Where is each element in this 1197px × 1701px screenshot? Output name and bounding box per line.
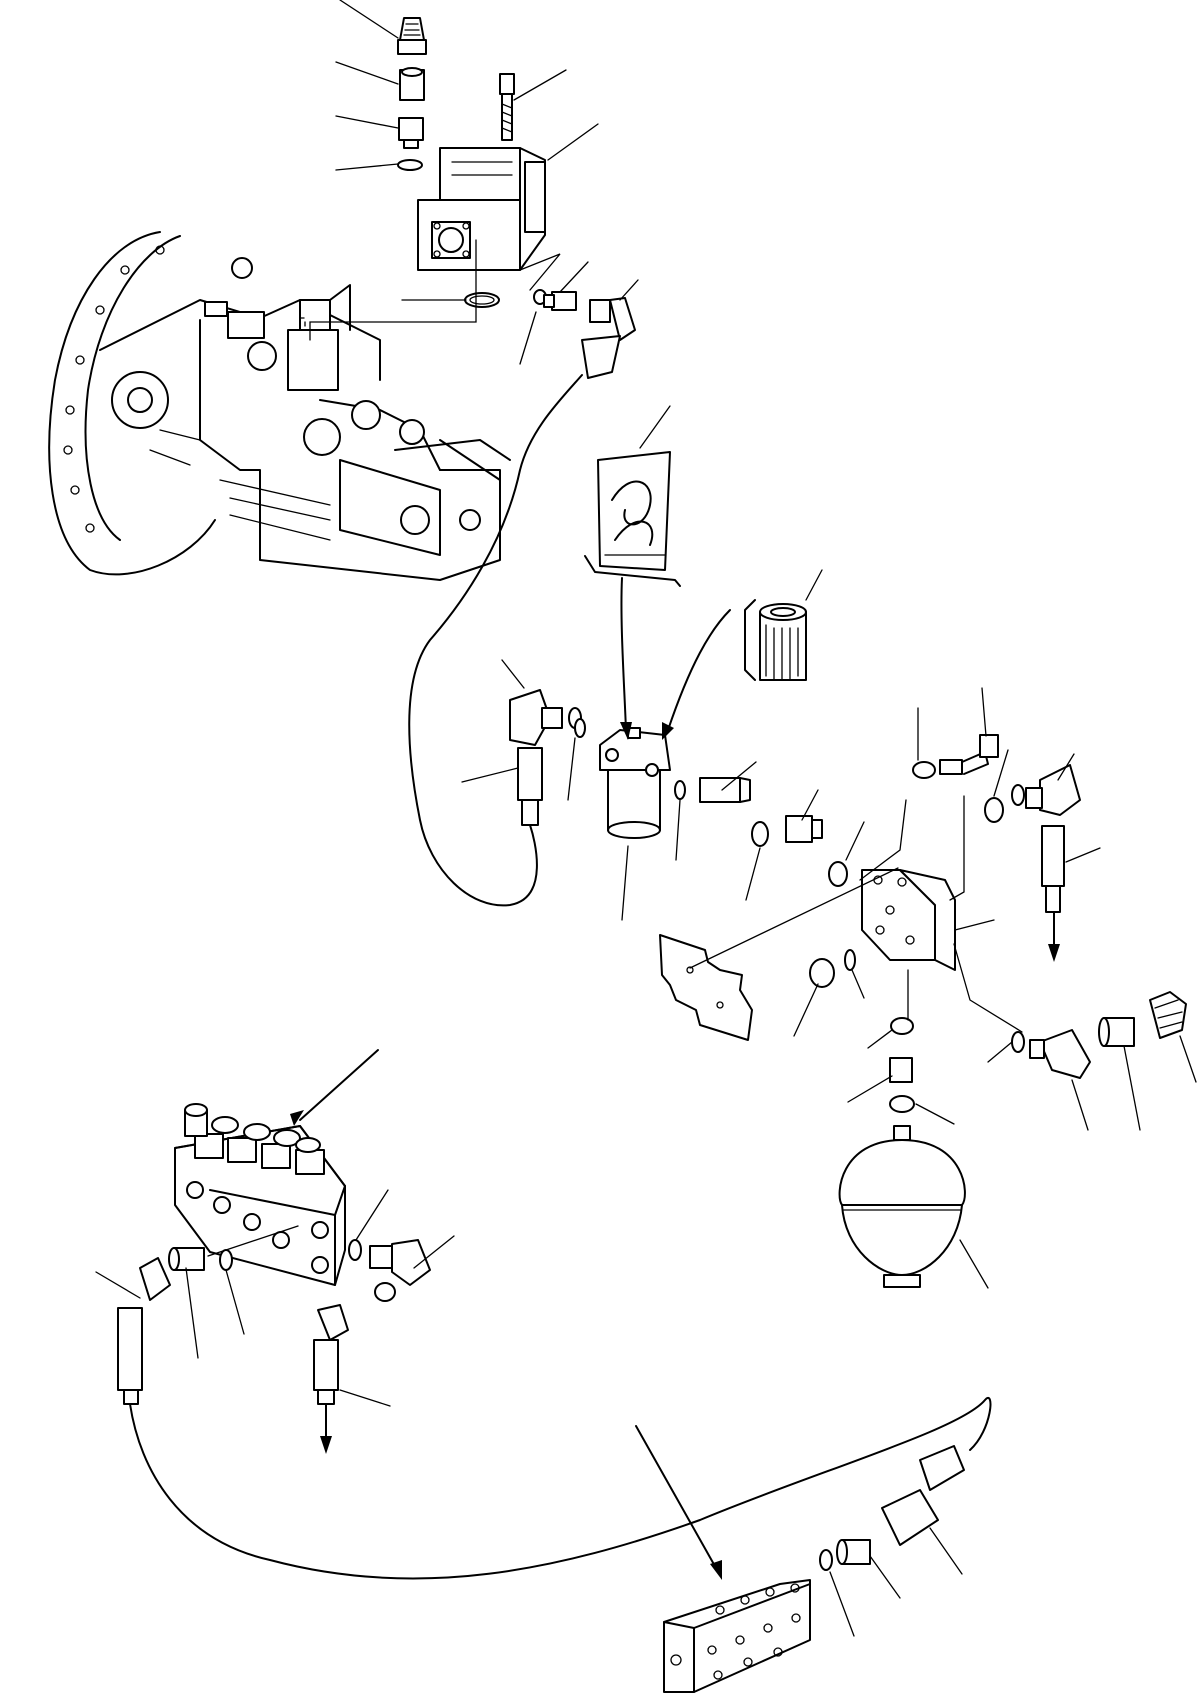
elbow-vb-right	[369, 1239, 431, 1302]
o-ring-vb-right	[348, 1239, 362, 1261]
o-ring-flange	[464, 292, 500, 308]
washer-b	[828, 861, 848, 887]
o-ring-vb-left	[219, 1249, 233, 1271]
plate	[659, 934, 753, 1041]
o-ring-filter-left	[574, 718, 586, 738]
o-ring-jb	[819, 1549, 833, 1571]
accumulator	[838, 1125, 966, 1288]
hose-right	[1041, 825, 1065, 962]
main-pump	[48, 231, 511, 581]
pressure-sensor	[397, 17, 427, 55]
hose-lines	[129, 374, 992, 1580]
elbow-filter-left	[509, 689, 582, 746]
junction-block	[663, 1579, 811, 1693]
hose-vb-right	[313, 1304, 349, 1454]
pressure-sensor-right	[1149, 991, 1187, 1039]
washer-acc-top	[890, 1017, 914, 1035]
plug	[809, 949, 856, 988]
connector-filter	[699, 777, 751, 803]
o-ring-c	[1011, 784, 1025, 806]
washer-a	[751, 821, 769, 847]
filter-element	[744, 599, 807, 681]
line-filter	[599, 727, 671, 839]
washer-c	[984, 797, 1004, 823]
o-ring-top	[397, 159, 423, 171]
nipple-mid	[785, 815, 823, 843]
elbow-right-top	[1025, 764, 1081, 816]
hose-filter-left	[517, 747, 543, 826]
adapter	[399, 67, 425, 101]
bolt	[499, 73, 515, 141]
connector-top	[533, 289, 577, 311]
adapter-right	[1098, 1017, 1135, 1047]
leader-lines	[95, 0, 1197, 1637]
connector-jb	[836, 1539, 871, 1565]
bolt-bracket	[912, 734, 999, 779]
connector-vb-left	[168, 1247, 205, 1271]
nipple	[398, 117, 424, 149]
valve-block	[174, 1103, 346, 1286]
hose-vb-left	[117, 1257, 171, 1405]
washer-acc-bottom	[889, 1095, 915, 1113]
o-ring-filter-right	[674, 780, 686, 800]
elbow-top	[581, 297, 636, 379]
o-ring-d	[1011, 1031, 1025, 1053]
mounting-bracket	[861, 869, 956, 971]
grease-packet	[584, 451, 681, 587]
elbow-right-bottom	[1029, 1029, 1091, 1079]
nipple-acc	[889, 1057, 913, 1083]
solenoid-valve	[417, 147, 546, 271]
hose-jb	[881, 1445, 965, 1546]
